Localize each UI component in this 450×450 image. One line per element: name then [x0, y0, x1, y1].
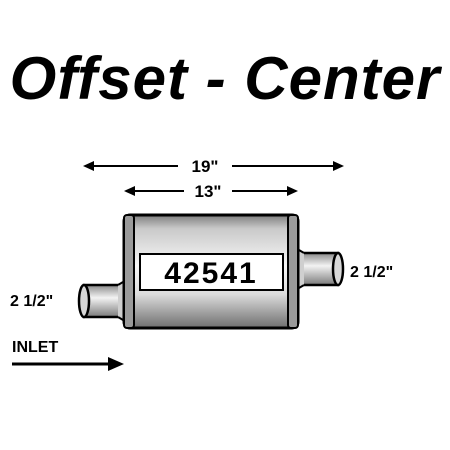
outlet-diameter-label: 2 1/2" — [350, 264, 393, 281]
inlet-pipe — [77, 277, 130, 325]
inlet-diameter-label: 2 1/2" — [10, 293, 53, 310]
muffler-end-cap-right — [287, 214, 299, 329]
body-length-dimension: 13" — [124, 182, 298, 201]
inlet-indicator: INLET — [12, 339, 124, 371]
inlet-label: INLET — [12, 339, 58, 356]
overall-length-dimension: 19" — [83, 157, 344, 176]
outlet-pipe-opening — [331, 251, 345, 287]
arrowhead-left-icon — [83, 161, 94, 171]
body-length-label: 13" — [195, 182, 222, 201]
inlet-pipe-opening — [77, 283, 91, 319]
inlet-arrow-icon — [108, 357, 124, 371]
muffler-body: 42541 — [122, 213, 300, 330]
arrowhead-right-icon — [333, 161, 344, 171]
arrowhead-right-icon — [287, 186, 298, 196]
part-number-plate — [139, 253, 284, 291]
part-number: 42541 — [164, 257, 257, 290]
muffler-end-cap-left — [123, 214, 135, 329]
arrowhead-left-icon — [124, 186, 135, 196]
overall-length-label: 19" — [192, 157, 219, 176]
outlet-pipe — [292, 245, 345, 293]
page-title: Offset - Center — [9, 45, 441, 112]
